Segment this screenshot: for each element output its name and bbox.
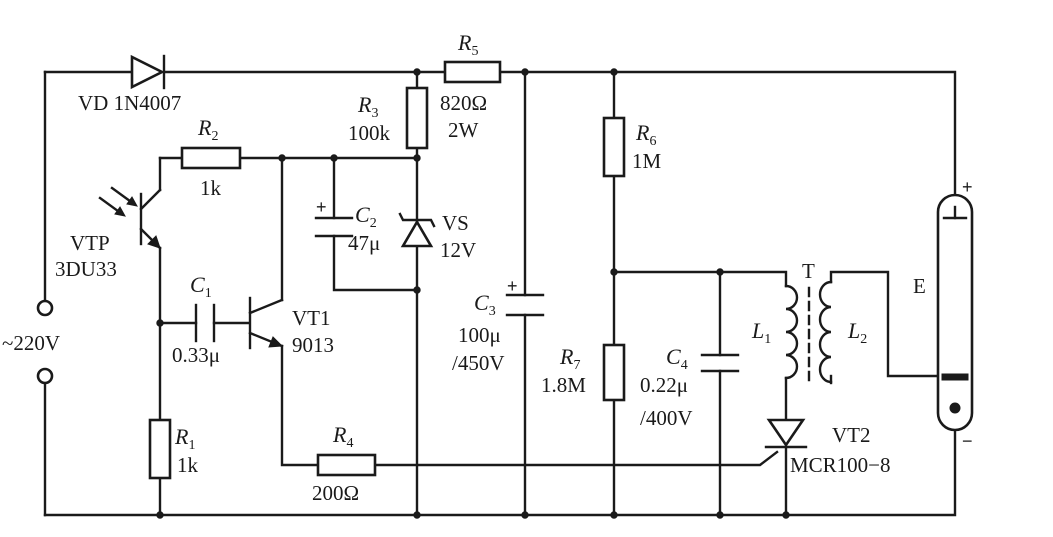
c2-polarity: + xyxy=(316,197,327,217)
c4-name: C4 xyxy=(666,344,688,373)
l1-name: L1 xyxy=(751,318,771,347)
c4-value: 0.22μ xyxy=(640,373,688,397)
capacitor-c2: + C2 47μ xyxy=(314,197,380,255)
tube-trigger-band xyxy=(941,373,969,381)
tube-cathode xyxy=(949,402,961,414)
resistor-r1: R1 1k xyxy=(148,418,199,480)
r2-name: R2 xyxy=(197,115,218,144)
transformer-t: T L1 L2 xyxy=(751,259,867,386)
r6-value: 1M xyxy=(632,149,662,173)
transistor-vt1: VT1 9013 xyxy=(248,296,334,357)
vs-value: 12V xyxy=(440,238,476,262)
r5-name: R5 xyxy=(457,30,478,59)
vt1-label: VT1 xyxy=(292,306,331,330)
lamp-plus: + xyxy=(962,177,973,197)
supply-label: ~220V xyxy=(2,331,60,355)
r5-power: 2W xyxy=(448,118,479,142)
vtp-label: VTP xyxy=(70,231,110,255)
lamp-minus: − xyxy=(962,431,973,451)
supply-terminal-bottom xyxy=(36,367,54,385)
tube-envelope xyxy=(936,193,974,432)
wires xyxy=(43,70,957,517)
junction-dots xyxy=(156,68,790,519)
c3-rating: /450V xyxy=(452,351,505,375)
flash-tube-e: E + − xyxy=(913,177,974,451)
r3-value: 100k xyxy=(348,121,391,145)
resistor-r6: R6 1M xyxy=(602,116,662,178)
r3-name: R3 xyxy=(357,92,378,121)
coil-l1 xyxy=(784,284,799,380)
vd-label: VD 1N4007 xyxy=(78,91,181,115)
diode-vd: VD 1N4007 xyxy=(78,54,181,115)
r1-value: 1k xyxy=(177,453,199,477)
l2-name: L2 xyxy=(847,318,867,347)
resistor-r3: R3 100k xyxy=(348,86,429,150)
capacitor-c3: + C3 100μ /450V xyxy=(452,276,545,375)
c3-name: C3 xyxy=(474,290,496,319)
phototransistor-vtp: VTP 3DU33 xyxy=(55,186,162,281)
zener-vs: VS 12V xyxy=(398,211,476,262)
lamp-label: E xyxy=(913,274,926,298)
ac-supply-terminals: ~220V xyxy=(2,299,60,385)
c1-value: 0.33μ xyxy=(172,343,220,367)
capacitor-c1: C1 0.33μ xyxy=(172,272,220,367)
coil-l2 xyxy=(818,280,833,384)
resistor-r7: R7 1.8M xyxy=(541,343,626,402)
r7-value: 1.8M xyxy=(541,373,586,397)
vt2-label: VT2 xyxy=(832,423,871,447)
resistor-r5: R5 820Ω 2W xyxy=(440,30,502,142)
r5-value: 820Ω xyxy=(440,91,487,115)
c2-value: 47μ xyxy=(348,231,380,255)
c4-rating: /400V xyxy=(640,406,693,430)
r7-name: R7 xyxy=(559,344,580,373)
resistor-r2: R2 1k xyxy=(180,115,242,200)
capacitor-c4: C4 0.22μ /400V xyxy=(640,344,740,430)
vt1-value: 9013 xyxy=(292,333,334,357)
resistor-r4: R4 200Ω xyxy=(312,422,377,505)
c3-value: 100μ xyxy=(458,323,501,347)
c1-name: C1 xyxy=(190,272,212,301)
r4-value: 200Ω xyxy=(312,481,359,505)
r6-name: R6 xyxy=(635,120,656,149)
c2-name: C2 xyxy=(355,202,377,231)
thyristor-vt2: VT2 MCR100−8 xyxy=(764,418,891,477)
vt2-value: MCR100−8 xyxy=(790,453,891,477)
transformer-label: T xyxy=(802,259,815,283)
vtp-value: 3DU33 xyxy=(55,257,117,281)
r4-name: R4 xyxy=(332,422,353,451)
c3-polarity: + xyxy=(507,276,518,296)
supply-terminal-top xyxy=(36,299,54,317)
r1-name: R1 xyxy=(174,424,195,453)
r2-value: 1k xyxy=(200,176,222,200)
vs-label: VS xyxy=(442,211,469,235)
